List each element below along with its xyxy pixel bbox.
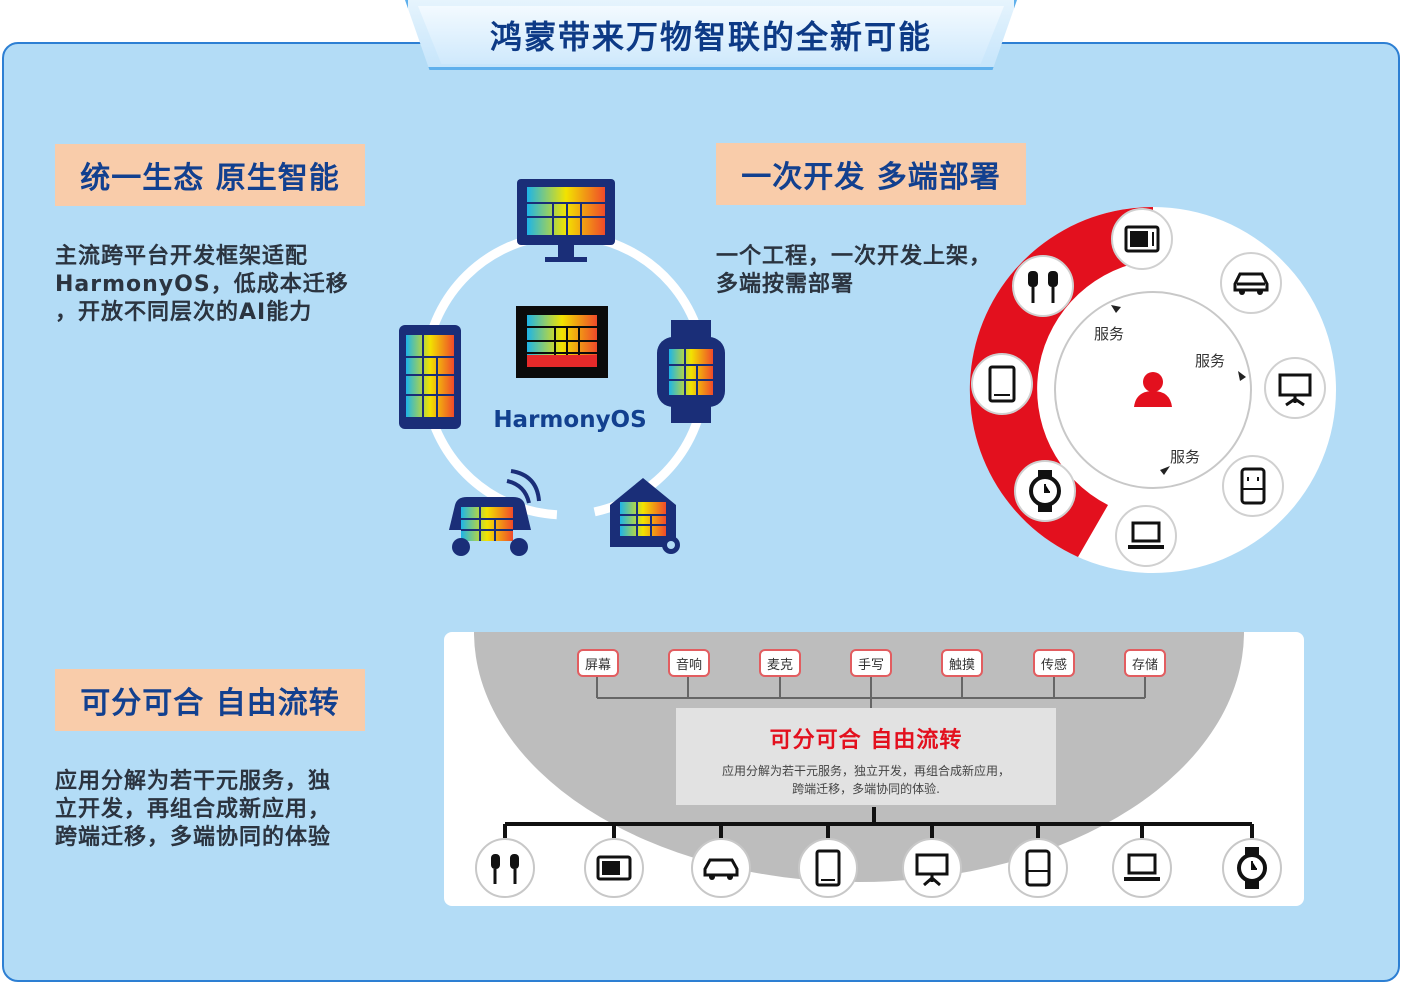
flow-box-text-line2: 跨端迁移，多端协同的体验.: [792, 782, 940, 796]
earphones-icon: [1012, 255, 1074, 317]
microwave-icon: [584, 838, 644, 898]
tablet-icon: [798, 838, 858, 898]
earphones-icon: [475, 838, 535, 898]
tablet-icon: [399, 325, 461, 429]
smart-home-icon: [610, 478, 680, 554]
center-screen-icon: [516, 306, 608, 378]
fridge-icon: [1222, 455, 1284, 517]
section-text-deploy: 一个工程，一次开发上架， 多端按需部署: [716, 244, 993, 297]
watch-icon: [1222, 838, 1282, 898]
page-title: 鸿蒙带来万物智联的全新可能: [418, 6, 1004, 64]
monitor-icon: [517, 179, 615, 262]
service-ring-diagram: 服务 服务 服务: [968, 205, 1340, 575]
harmonyos-label: HarmonyOS: [493, 407, 646, 433]
service-label: 服务: [1195, 352, 1226, 370]
projector-icon: [902, 838, 962, 898]
section-label-ecosystem: 统一生态 原生智能: [55, 144, 365, 206]
service-label: 服务: [1094, 325, 1125, 343]
user-icon: [1134, 372, 1172, 407]
car-icon: [691, 838, 751, 898]
tablet-icon: [971, 353, 1033, 415]
watch-icon: [657, 320, 725, 423]
tag-touch: 触摸: [941, 649, 983, 677]
laptop-icon: [1112, 838, 1172, 898]
flow-box-title: 可分可合 自由流转: [769, 728, 963, 753]
microwave-icon: [1111, 208, 1173, 270]
section-label-flow: 可分可合 自由流转: [55, 669, 365, 731]
section-label-deploy: 一次开发 多端部署: [716, 143, 1026, 205]
service-label: 服务: [1170, 448, 1201, 466]
flow-box-text-line1: 应用分解为若干元服务，独立开发，再组合成新应用，: [721, 764, 1010, 778]
projector-icon: [1264, 357, 1326, 419]
tag-sensor: 传感: [1033, 649, 1075, 677]
car-icon: [449, 469, 541, 556]
section-text-ecosystem: 主流跨平台开发框架适配 HarmonyOS，低成本迁移 ，开放不同层次的AI能力: [55, 244, 349, 325]
flow-center-box: 可分可合 自由流转 应用分解为若干元服务，独立开发，再组合成新应用， 跨端迁移，…: [676, 708, 1056, 805]
flow-diagram: 可分可合 自由流转 应用分解为若干元服务，独立开发，再组合成新应用， 跨端迁移，…: [444, 632, 1304, 906]
tag-speaker: 音响: [668, 649, 710, 677]
tag-handwriting: 手写: [850, 649, 892, 677]
watch-icon: [1014, 460, 1076, 522]
harmony-diagram: HarmonyOS: [395, 175, 735, 570]
laptop-icon: [1115, 505, 1177, 567]
tag-storage: 存储: [1124, 649, 1166, 677]
section-text-flow: 应用分解为若干元服务，独 立开发，再组合成新应用， 跨端迁移，多端协同的体验: [55, 769, 332, 850]
fridge-icon: [1008, 838, 1068, 898]
tag-screen: 屏幕: [577, 649, 619, 677]
tag-microphone: 麦克: [759, 649, 801, 677]
car-icon: [1220, 252, 1282, 314]
